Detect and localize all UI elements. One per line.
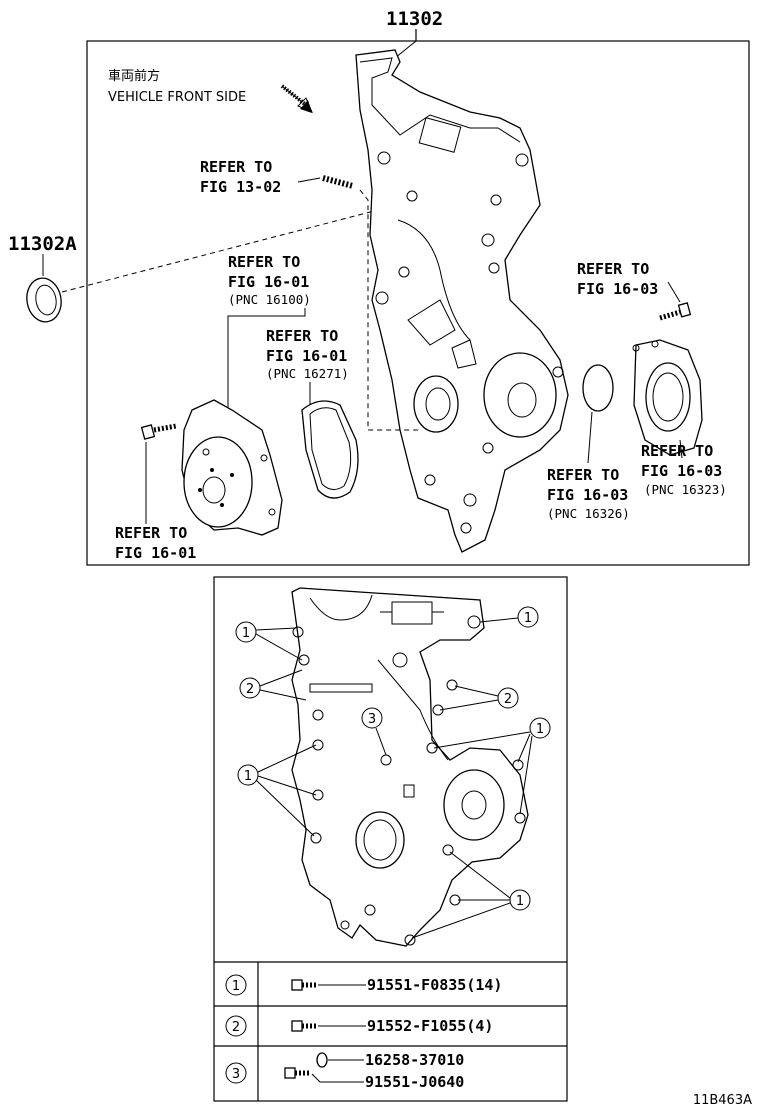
seal-part-number[interactable]: 11302A <box>8 233 77 255</box>
bolt-with-washer-icon <box>284 1052 328 1079</box>
flange-bolt-icon <box>291 1020 318 1032</box>
cover-bolt-layout-drawing <box>291 587 529 947</box>
callout-1-bottom-right[interactable]: 1 <box>411 851 531 939</box>
main-part-leader-2 <box>394 40 417 59</box>
svg-text:2: 2 <box>246 682 254 697</box>
orientation-jp: 車両前方 <box>108 68 160 84</box>
main-panel-frame <box>86 40 750 566</box>
stud-dashed-line <box>359 189 420 431</box>
svg-text:3: 3 <box>232 1067 240 1082</box>
figure-code: 11B463A <box>693 1093 752 1108</box>
ref-pump-bolt-line2[interactable]: FIG 16-01 <box>115 544 196 562</box>
ref-housing-line1[interactable]: REFER TO <box>641 442 713 460</box>
svg-text:1: 1 <box>536 722 544 737</box>
ref-right-bolt-line2[interactable]: FIG 16-03 <box>577 280 658 298</box>
water-pump-gasket-part[interactable] <box>301 400 359 499</box>
svg-text:1: 1 <box>232 979 240 994</box>
oil-seal-part[interactable] <box>23 275 64 324</box>
right-bolt-part[interactable] <box>659 302 692 321</box>
callout-2-right[interactable]: 2 <box>439 685 519 711</box>
legend-part-3a: 16258-37010 <box>365 1051 464 1069</box>
ref-right-bolt-line1[interactable]: REFER TO <box>577 260 649 278</box>
callout-1-middle-right[interactable]: 1 <box>433 717 551 815</box>
legend-row-3[interactable]: 3 16258-37010 91551-J0640 <box>225 1051 464 1091</box>
ref-stud-leader <box>297 177 321 183</box>
ref-pump-leader <box>227 308 306 420</box>
ref-right-bolt-leader <box>667 281 681 303</box>
legend-key-2-icon <box>225 1015 247 1037</box>
ref-oring-line1[interactable]: REFER TO <box>547 466 619 484</box>
ref-gasket-line2[interactable]: FIG 16-01 <box>266 347 347 365</box>
ref-pump-bolt-line1[interactable]: REFER TO <box>115 524 187 542</box>
ref-pump-line3[interactable]: (PNC 16100) <box>228 292 311 307</box>
legend-key-3-icon <box>225 1062 247 1084</box>
ref-gasket-line1[interactable]: REFER TO <box>266 327 338 345</box>
callout-2-left[interactable]: 2 <box>239 669 307 701</box>
svg-text:1: 1 <box>524 611 532 626</box>
callout-1-top-right[interactable]: 1 <box>479 606 539 628</box>
direction-arrow-icon <box>280 84 313 113</box>
ref-oring-line2[interactable]: FIG 16-03 <box>547 486 628 504</box>
orientation-en: VEHICLE FRONT SIDE <box>108 90 246 105</box>
bolt-icon <box>291 979 318 991</box>
legend-part-1: 91551-F0835(14) <box>367 976 502 994</box>
water-pump-part[interactable] <box>181 399 283 536</box>
right-housing-part[interactable] <box>632 339 703 456</box>
ref-oring-leader <box>587 411 593 464</box>
o-ring-part[interactable] <box>582 364 614 412</box>
legend-table <box>214 961 567 1101</box>
ref-stud-line1[interactable]: REFER TO <box>200 158 272 176</box>
callout-3[interactable]: 3 <box>361 707 387 756</box>
callout-1-middle-left[interactable]: 1 <box>237 744 317 837</box>
legend-part-2: 91552-F1055(4) <box>367 1017 493 1035</box>
svg-text:1: 1 <box>244 769 252 784</box>
legend-part-3b: 91551-J0640 <box>365 1073 464 1091</box>
svg-text:1: 1 <box>242 626 250 641</box>
svg-text:2: 2 <box>232 1020 240 1035</box>
ref-gasket-line3[interactable]: (PNC 16271) <box>266 366 349 381</box>
svg-text:3: 3 <box>368 712 376 727</box>
svg-text:2: 2 <box>504 692 512 707</box>
ref-housing-line2[interactable]: FIG 16-03 <box>641 462 722 480</box>
svg-text:1: 1 <box>516 894 524 909</box>
legend-row-2[interactable]: 2 91552-F1055(4) <box>225 1015 493 1037</box>
ref-pump-line2[interactable]: FIG 16-01 <box>228 273 309 291</box>
ref-housing-leader <box>679 439 683 459</box>
stud-bolt-part[interactable] <box>322 175 354 189</box>
bolt-detail-panel <box>213 576 568 1102</box>
ref-stud-line2[interactable]: FIG 13-02 <box>200 178 281 196</box>
ref-housing-line3[interactable]: (PNC 16323) <box>644 482 727 497</box>
seal-dashed-line <box>61 209 379 293</box>
ref-pump-line1[interactable]: REFER TO <box>228 253 300 271</box>
legend-key-1-icon <box>225 974 247 996</box>
legend-row-1[interactable]: 1 91551-F0835(14) <box>225 974 502 996</box>
timing-cover-part[interactable] <box>355 49 569 553</box>
main-part-number[interactable]: 11302 <box>386 8 443 30</box>
callout-1-top-left[interactable]: 1 <box>235 621 303 661</box>
ref-oring-line3[interactable]: (PNC 16326) <box>547 506 630 521</box>
pump-bolt-part[interactable] <box>140 423 177 440</box>
